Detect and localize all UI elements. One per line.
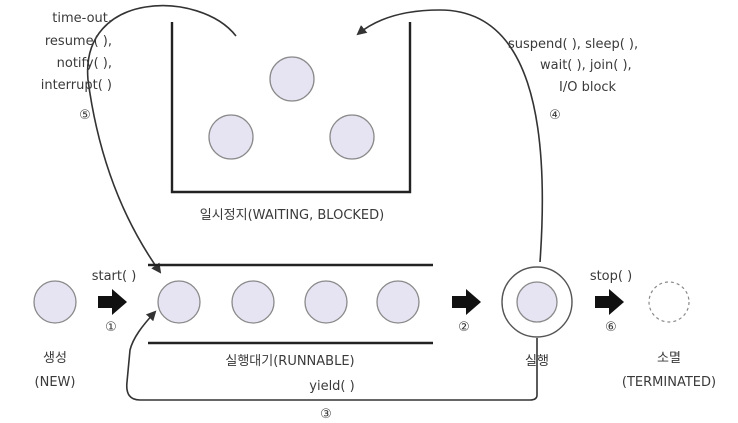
waiting-pool-box [170, 22, 412, 194]
waiting-exit-methods: time-out, resume( ), notify( ), interrup… [41, 11, 112, 123]
waiting-state-label: 일시정지(WAITING, BLOCKED) [200, 208, 384, 223]
exit-method-label: notify( ), [57, 56, 112, 71]
waiting-thread [208, 114, 254, 160]
running-thread [516, 281, 558, 323]
transition-number-1: ① [105, 320, 117, 335]
runnable-thread [304, 280, 348, 324]
dispatch-transition: ② [452, 289, 481, 335]
runnable-thread [157, 280, 201, 324]
runnable-state: 실행대기(RUNNABLE) [148, 263, 433, 369]
new-state-sublabel: (NEW) [35, 375, 76, 390]
stop-transition: stop( ) ⑥ [590, 269, 632, 335]
new-thread [33, 280, 77, 324]
runnable-thread [376, 280, 420, 324]
waiting-thread [269, 56, 315, 102]
yield-method-label: yield( ) [309, 379, 354, 394]
terminated-state-sublabel: (TERMINATED) [622, 375, 716, 390]
terminated-state: 소멸 (TERMINATED) [622, 281, 716, 390]
enter-method-label: I/O block [559, 80, 617, 95]
waiting-to-runnable-arrow [87, 4, 237, 274]
start-transition: start( ) ① [92, 269, 137, 335]
runnable-state-label: 실행대기(RUNNABLE) [225, 353, 354, 369]
exit-method-label: time-out, [52, 11, 112, 26]
transition-number-5: ⑤ [79, 108, 91, 123]
exit-method-label: resume( ), [45, 34, 112, 49]
enter-method-label: suspend( ), sleep( ), [508, 37, 638, 52]
waiting-enter-methods: suspend( ), sleep( ), wait( ), join( ), … [508, 37, 638, 123]
transition-number-3: ③ [320, 407, 332, 422]
enter-method-label: wait( ), join( ), [540, 58, 632, 73]
terminated-state-label: 소멸 [657, 351, 681, 366]
start-method-label: start( ) [92, 269, 137, 284]
runnable-thread [231, 280, 275, 324]
dispatch-arrow-icon [452, 289, 481, 315]
running-to-waiting-arrow [356, 9, 544, 263]
start-arrow-icon [98, 289, 127, 315]
transition-number-4: ④ [549, 108, 561, 123]
running-to-runnable-arrow [125, 310, 538, 401]
transition-number-2: ② [458, 320, 470, 335]
terminated-thread [648, 281, 690, 323]
waiting-state: 일시정지(WAITING, BLOCKED) [170, 22, 412, 223]
stop-arrow-icon [595, 289, 624, 315]
new-state-label: 생성 [43, 351, 67, 366]
transition-number-6: ⑥ [605, 320, 617, 335]
exit-method-label: interrupt( ) [41, 78, 112, 93]
stop-method-label: stop( ) [590, 269, 632, 284]
new-state: 생성 (NEW) [33, 280, 77, 390]
waiting-thread [329, 114, 375, 160]
